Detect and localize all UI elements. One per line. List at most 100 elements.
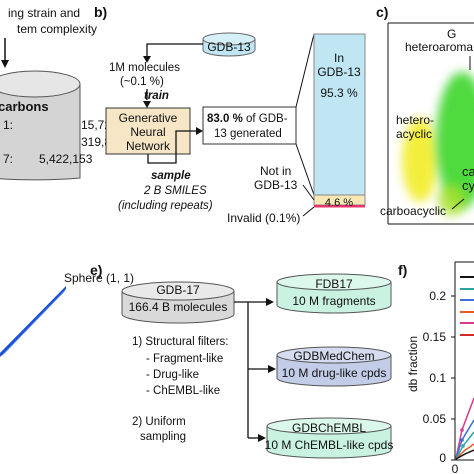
panel-b-invalid-label: Invalid (0.1%) <box>227 211 300 225</box>
panel-f-ytick-label-3: 0.05 <box>423 412 447 426</box>
panel-f-ytick-label-2: 0.1 <box>429 371 446 385</box>
panel-b-result-rest1: of GDB- <box>243 113 288 125</box>
panel-f-series-4 <box>455 449 474 460</box>
panel-f-ytick-label-0: 0.2 <box>429 289 446 303</box>
panel-e-arrow-medchem-head <box>268 365 276 373</box>
panel-b-bar-in-line1: In <box>334 51 344 65</box>
panel-e-chembl-cylinder <box>266 426 392 459</box>
panel-c-top-label2: heteroaroma <box>405 40 473 54</box>
panel-b-smiles-line1: 2 B SMILES <box>143 185 207 197</box>
panel-a-row3-label: 7: <box>3 152 13 166</box>
panel-e-fdb17-cylinder <box>276 282 392 314</box>
panel-b-sample-arrow <box>146 43 203 57</box>
panel-e-filters-title: 1) Structural filters: <box>132 336 229 348</box>
panel-d-sphere-shape <box>0 286 66 357</box>
panel-b-not-in-line1: Not in <box>260 164 291 178</box>
panel-e-uniform-line1: 2) Uniform <box>132 416 186 428</box>
panel-b-not-in-line2: GDB-13 <box>254 178 298 192</box>
panel-e-medchem-cylinder <box>276 355 392 387</box>
panel-e-medchem-top <box>276 346 392 364</box>
panel-b: b) GDB-13 1M molecules (~0.1 %) train Ge… <box>94 4 366 225</box>
panel-f-point-0 <box>460 428 464 432</box>
panel-b-gdb13-label: GDB-13 <box>207 40 251 54</box>
panel-c-top-label1: G <box>447 27 456 41</box>
panel-f-legend-line-3 <box>460 311 474 313</box>
panel-c-green-cloud <box>436 72 474 208</box>
panel-e-uniform-line2: sampling <box>140 431 186 443</box>
panel-b-sample-arrowhead <box>143 56 151 63</box>
panel-f-label: f) <box>398 262 407 278</box>
panel-e-arrow-fdb17-head <box>266 298 274 306</box>
panel-c-ca-line2: cy <box>462 178 474 193</box>
panel-a-row1-label: 1: <box>3 118 13 132</box>
panel-a-arrowhead <box>1 60 9 68</box>
panel-a-header-line2: tem complexity <box>17 22 97 36</box>
panel-e-fdb17-line1: FDB17 <box>315 277 353 291</box>
panel-b-gnn-line1: Generative <box>119 111 178 125</box>
panel-e-chembl-line2: 10 M ChEMBL-like cpds <box>265 438 394 452</box>
panel-e-gdb17-top <box>121 281 235 301</box>
panel-d-sphere-label: Sphere (1, 1) <box>64 271 134 285</box>
panel-b-sample-word: sample <box>151 170 191 182</box>
panel-e-filter-1: - Fragment-like <box>146 353 223 365</box>
panel-c-hetero-line1: hetero- <box>396 113 434 127</box>
panel-c: c) G heteroaroma hetero- acyclic ca cy c… <box>376 4 474 225</box>
panel-c-carboacyclic: carboacyclic <box>380 204 446 218</box>
panel-d: Sphere (1, 1) <box>0 271 134 357</box>
panel-e-medchem-line1: GDBMedChem <box>293 349 374 363</box>
panel-c-ca-line1: ca <box>462 164 474 179</box>
panel-b-smiles-line2: (including repeats) <box>118 200 213 212</box>
panel-f: f) db fraction 0.2 0.15 0.1 0.05 0 0 <box>398 261 474 474</box>
panel-c-yellow-cloud <box>402 118 438 202</box>
panel-f-point-2 <box>461 444 465 448</box>
panel-e: e) GDB-17 166.4 B molecules 1) Structura… <box>90 262 394 459</box>
panel-e-fdb17-top <box>276 273 392 291</box>
panel-c-carbo-pointer <box>451 198 465 210</box>
panel-b-bar-in-line2: GDB-13 <box>317 65 361 79</box>
panel-e-filter-2: - Drug-like <box>146 369 199 381</box>
panel-e-arrow-chembl-head <box>258 434 266 442</box>
panel-f-legend-line-0 <box>460 276 474 278</box>
panel-a-db-cylinder <box>0 84 81 181</box>
panel-f-legend-line-1 <box>460 288 474 290</box>
panel-b-result-line1: 83.0 % of GDB- <box>207 113 288 125</box>
panel-a-db-top <box>0 70 81 98</box>
panel-b-bar-not-in-pct: 4.6 % <box>325 197 353 209</box>
panel-e-label: e) <box>90 262 102 278</box>
panel-e-gdb17-line2: 166.4 B molecules <box>129 300 228 314</box>
panel-e-fdb17-line2: 10 M fragments <box>292 294 375 308</box>
panel-b-train-arrowhead <box>143 101 151 108</box>
panel-b-not-in-pointer <box>302 184 315 201</box>
panel-f-series-1 <box>455 419 474 459</box>
panel-b-bar-in-pct: 95.3 % <box>320 86 358 100</box>
panel-b-result-line2: 13 generated <box>214 128 282 140</box>
panel-e-medchem-line2: 10 M drug-like cpds <box>282 366 387 380</box>
panel-e-chembl-line1: GDBChEMBL <box>292 421 366 435</box>
panel-e-filter-3: - ChEMBL-like <box>146 385 220 397</box>
panel-c-hetero-line2: acyclic <box>396 127 432 141</box>
panel-f-series-3 <box>455 443 474 460</box>
panel-f-ytick-label-4: 0 <box>439 451 446 465</box>
panel-e-gdb17-line1: GDB-17 <box>156 283 200 297</box>
panel-f-point-1 <box>460 438 464 442</box>
panel-b-connector-top <box>295 33 315 108</box>
panel-b-generate-arrowhead <box>196 127 203 135</box>
panel-f-legend-line-5 <box>460 334 474 336</box>
panel-e-chembl-top <box>266 417 392 435</box>
panel-b-result-bold: 83.0 % <box>207 113 243 125</box>
panel-f-legend-line-4 <box>460 322 474 324</box>
panel-b-gnn-line3: Network <box>126 139 171 153</box>
panel-b-sample-line2: (~0.1 %) <box>120 76 164 88</box>
panel-b-invalid-pointer <box>302 206 315 217</box>
panel-b-gdb13-top <box>202 32 256 46</box>
panel-b-bar-invalid <box>314 205 365 208</box>
panel-f-legend-line-2 <box>460 299 474 301</box>
panel-d-sphere-shade <box>0 289 66 357</box>
panel-b-bar-in <box>313 33 366 196</box>
panel-b-sample-line1: 1M molecules <box>109 62 180 74</box>
panel-a-header-line1: ing strain and <box>8 6 80 20</box>
panel-b-label: b) <box>94 4 107 20</box>
panel-f-xtick-label: 0 <box>452 462 459 474</box>
panel-f-ylabel: db fraction <box>406 336 420 392</box>
